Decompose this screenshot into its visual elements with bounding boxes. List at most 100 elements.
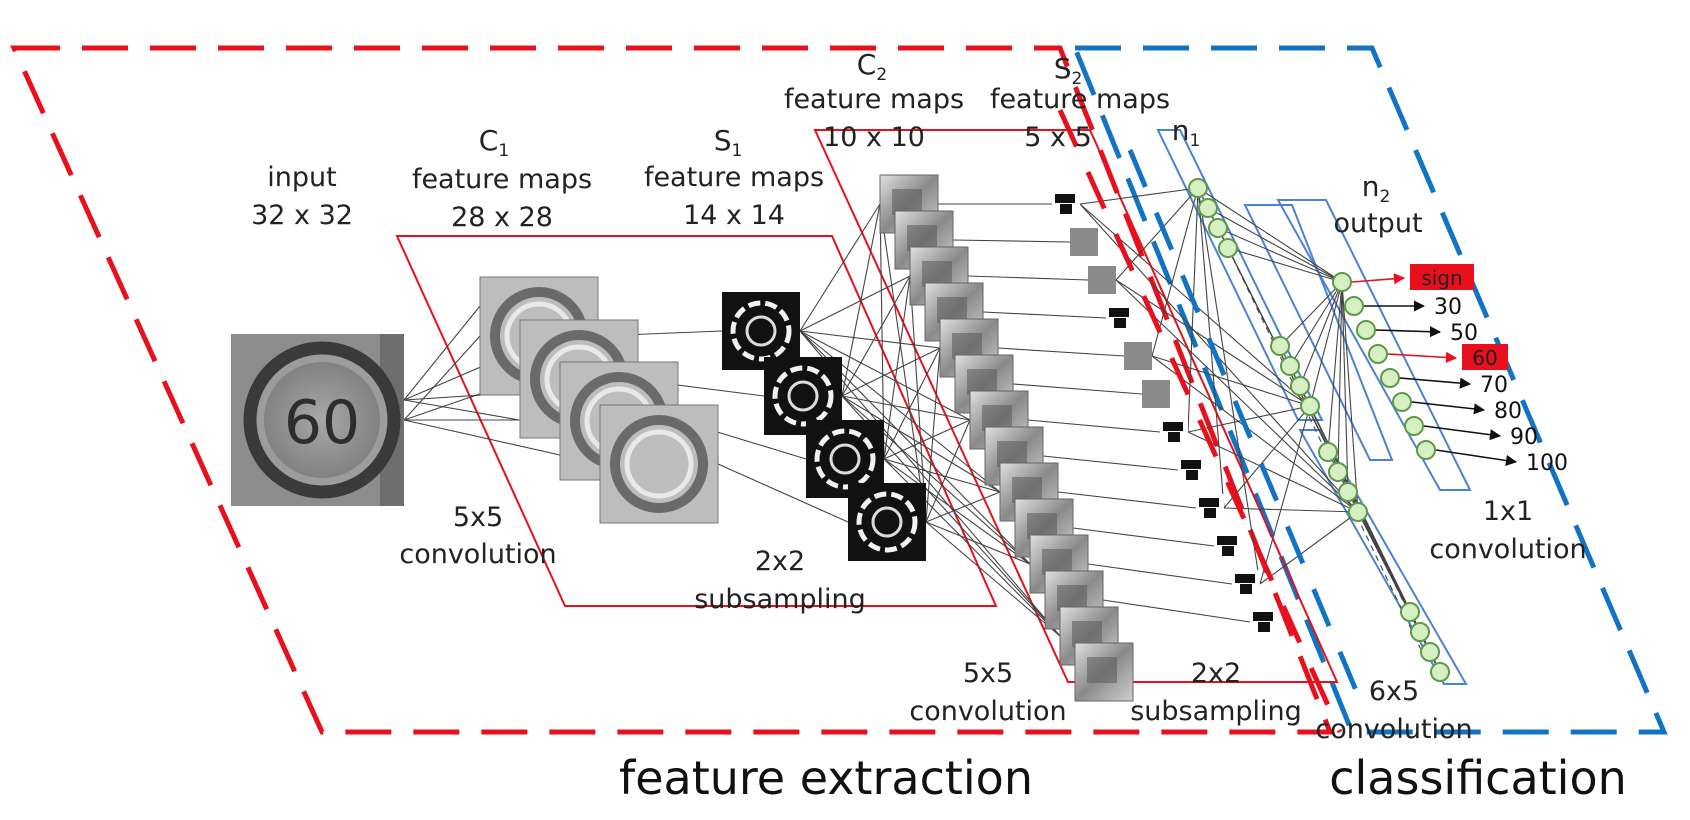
c2-map	[1074, 642, 1134, 702]
neuron	[1392, 392, 1412, 412]
connection-line	[1207, 207, 1343, 283]
conv2-label-line2: convolution	[909, 696, 1066, 727]
connection-line	[925, 491, 1001, 523]
output-label: 50	[1450, 321, 1478, 346]
output-class-100: 100	[1435, 449, 1568, 476]
feature-extraction-stripe	[1057, 108, 1343, 734]
output-class-30: 30	[1364, 295, 1462, 320]
connection-line	[841, 275, 911, 397]
classification-region	[1071, 45, 1668, 735]
connection-line	[1151, 355, 1359, 513]
c1-label-line3: 28 x 28	[451, 202, 553, 233]
connection-line	[997, 347, 1125, 357]
s2-label-main: S2	[1054, 52, 1083, 89]
connection-line	[799, 330, 941, 349]
s1-label-main: S1	[714, 124, 743, 161]
connection-line	[1102, 599, 1251, 623]
connection-line	[1327, 281, 1343, 453]
connection-line	[1259, 511, 1359, 585]
s2-label-line2: feature maps	[990, 84, 1170, 115]
connection-line	[925, 419, 971, 523]
c2-feature-maps	[879, 174, 1134, 702]
n2-label-main: n2	[1362, 170, 1391, 207]
connection-line	[982, 311, 1107, 319]
n1b-layer-frame	[1243, 204, 1394, 461]
neuron	[1338, 482, 1358, 502]
feature-extraction-title: feature extraction	[619, 751, 1033, 805]
connection-line	[1341, 281, 1359, 513]
connection-line	[799, 203, 881, 332]
connection-line	[1341, 281, 1349, 493]
output-badge	[1462, 344, 1508, 370]
output-arrow	[1411, 401, 1486, 415]
connection-line	[1217, 227, 1343, 283]
connection-line	[883, 347, 941, 460]
connection-line	[841, 395, 971, 421]
s2-map	[1142, 380, 1170, 408]
neuron	[1380, 368, 1400, 388]
output-label: 60	[1472, 346, 1497, 370]
connection-line	[1012, 383, 1143, 395]
connection-line	[841, 203, 881, 397]
conv3-label-line1: 6x5	[1369, 676, 1419, 707]
feature-extraction-region	[10, 45, 1334, 735]
connection-line	[1227, 247, 1343, 283]
n2-label-line2: output	[1333, 208, 1422, 239]
conv4-label-line2: convolution	[1429, 534, 1586, 565]
s1-feature-maps	[722, 292, 926, 561]
s2-map	[1178, 456, 1206, 484]
n2-output-neurons	[1332, 272, 1436, 460]
neuron	[1410, 622, 1430, 642]
connection-line	[925, 521, 1031, 565]
input-label-line2: 32 x 32	[251, 200, 353, 231]
s2-map	[1070, 228, 1098, 256]
neuron	[1430, 662, 1450, 682]
s2-map	[1106, 304, 1134, 332]
neuron	[1328, 462, 1348, 482]
connection-line	[1197, 187, 1343, 283]
sub2-label-line2: subsampling	[1130, 696, 1302, 727]
neuron	[1348, 502, 1368, 522]
connection-line	[883, 458, 1031, 565]
output-arrow	[1423, 425, 1502, 441]
output-class-60: 60	[1387, 344, 1508, 370]
connection-line	[403, 335, 481, 421]
connection-line	[925, 521, 1061, 637]
sub2-label-line1: 2x2	[1191, 658, 1241, 689]
n1-layer-frame	[1156, 129, 1324, 421]
neuron	[1400, 602, 1420, 622]
conv4-label-line1: 1x1	[1483, 496, 1533, 527]
connection-line	[1187, 187, 1199, 433]
output-class-80: 80	[1411, 399, 1522, 424]
s2-map	[1214, 532, 1242, 560]
connection-line	[925, 347, 941, 523]
neuron	[1270, 336, 1290, 356]
sub1-label-line2: subsampling	[694, 584, 866, 615]
sub1-label-line1: 2x2	[755, 546, 805, 577]
output-arrow	[1435, 449, 1518, 467]
c1-feature-maps	[479, 276, 719, 524]
c1-s1-layer-frame	[395, 235, 998, 607]
output-arrow	[1375, 326, 1442, 338]
connection-line	[1057, 491, 1197, 509]
neuron	[1318, 442, 1338, 462]
neuron	[1368, 344, 1388, 364]
output-class-70: 70	[1399, 373, 1508, 398]
s2-map	[1052, 190, 1080, 218]
connection-line	[1309, 281, 1343, 407]
neuron	[1344, 296, 1364, 316]
connection-line	[1187, 405, 1311, 433]
connection-line	[841, 347, 941, 397]
c2-label-main: C2	[857, 48, 887, 85]
connection-line	[403, 305, 481, 401]
output-label: 30	[1434, 295, 1462, 320]
n2-lower-neurons	[1400, 602, 1450, 682]
n1b-neurons	[1270, 336, 1320, 416]
s2-label-line3: 5 x 5	[1024, 122, 1092, 153]
s1-map	[848, 483, 926, 561]
output-label: sign	[1421, 266, 1462, 290]
connection-line	[1337, 281, 1343, 473]
neuron	[1300, 396, 1320, 416]
